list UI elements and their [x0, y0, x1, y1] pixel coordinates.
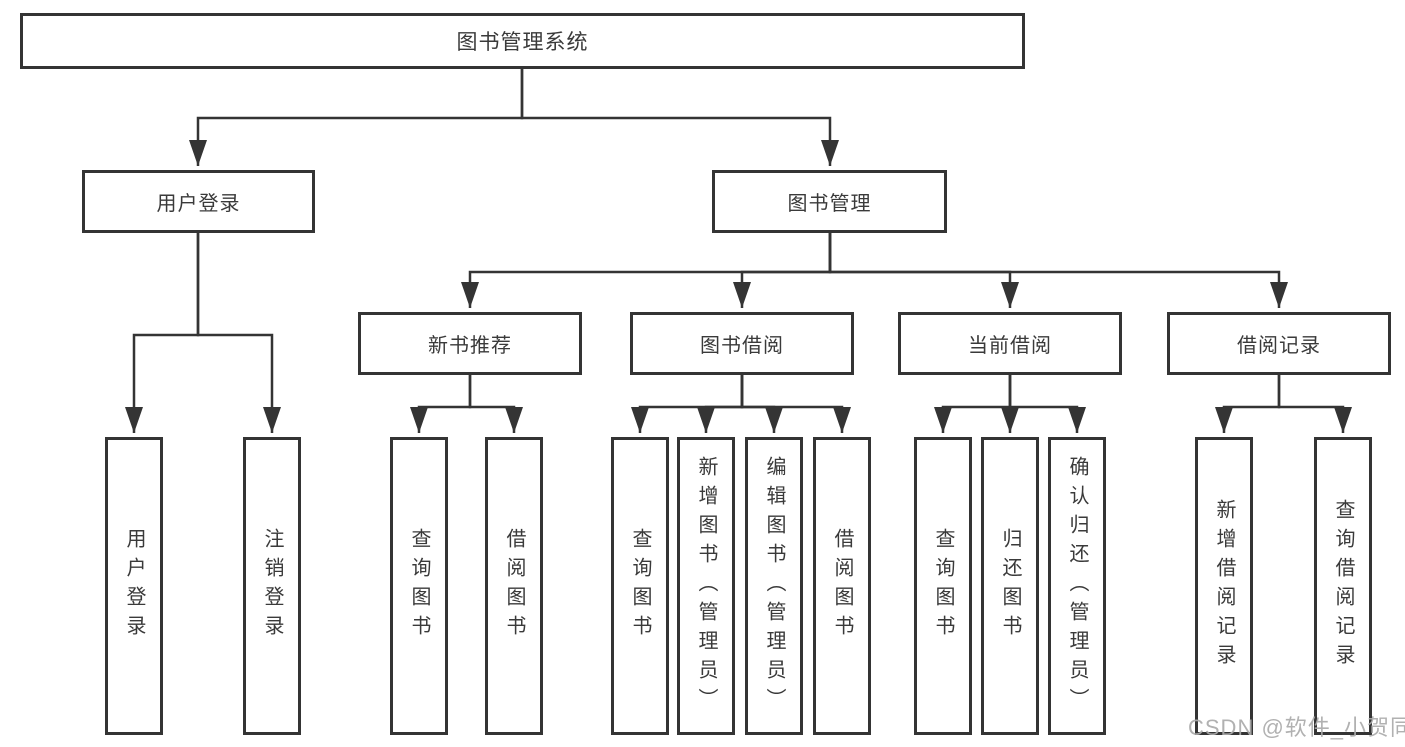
leaf-add-books-admin: 新增图书（管理员）	[677, 437, 735, 735]
leaf-user-login: 用户登录	[105, 437, 163, 735]
leaf-confirm-return-admin: 确认归还（管理员）	[1048, 437, 1106, 735]
leaf-query-books-current: 查询图书	[914, 437, 972, 735]
node-library-management-system: 图书管理系统	[20, 13, 1025, 69]
node-book-borrowing: 图书借阅	[630, 312, 854, 375]
leaf-add-borrowing-record: 新增借阅记录	[1195, 437, 1253, 735]
leaf-edit-books-admin: 编辑图书（管理员）	[745, 437, 803, 735]
leaf-query-books-recommendation: 查询图书	[390, 437, 448, 735]
node-new-book-recommendation: 新书推荐	[358, 312, 582, 375]
node-user-login: 用户登录	[82, 170, 315, 233]
node-borrowing-records: 借阅记录	[1167, 312, 1391, 375]
node-current-borrowing: 当前借阅	[898, 312, 1122, 375]
node-book-management: 图书管理	[712, 170, 947, 233]
leaf-borrow-books-borrowing: 借阅图书	[813, 437, 871, 735]
leaf-borrow-books-recommendation: 借阅图书	[485, 437, 543, 735]
leaf-logout: 注销登录	[243, 437, 301, 735]
leaf-query-books-borrowing: 查询图书	[611, 437, 669, 735]
leaf-query-borrowing-record: 查询借阅记录	[1314, 437, 1372, 735]
csdn-watermark: CSDN @软件_小贺同学	[1188, 715, 1405, 740]
leaf-return-books: 归还图书	[981, 437, 1039, 735]
